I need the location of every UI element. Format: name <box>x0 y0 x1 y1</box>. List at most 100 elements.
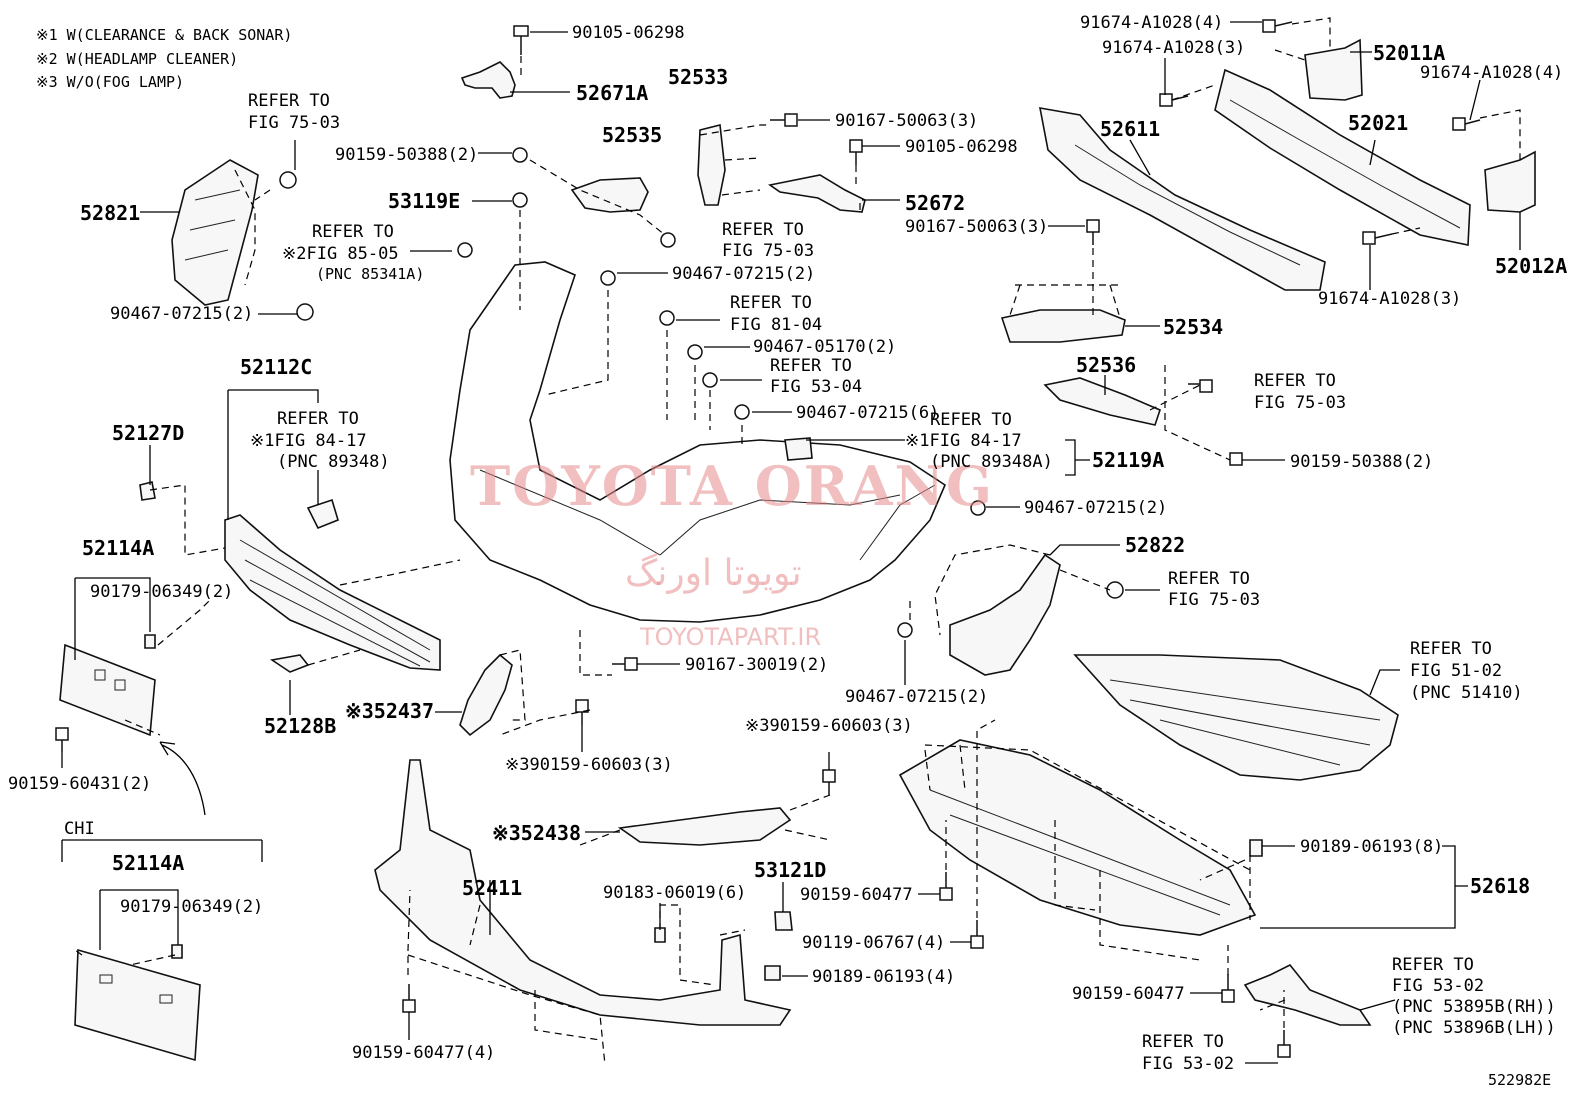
part-52112C-shape <box>224 514 441 671</box>
label-52535: 52535 <box>602 123 662 147</box>
part-52618-shape <box>898 739 1257 936</box>
clip-icon <box>512 192 528 208</box>
part-52821-shape <box>171 159 259 306</box>
label-refer-53-02-a2: FIG 53-02 <box>1392 976 1484 996</box>
part-52437-shape <box>459 653 513 737</box>
bolt-icon <box>1188 379 1213 393</box>
label-91674-3a: 91674-A1028(3) <box>1102 38 1245 58</box>
part-52411-shape <box>374 759 792 1026</box>
part-90179-clip-b-shape <box>171 944 183 959</box>
label-52437: ※352437 <box>345 699 434 723</box>
label-90467-07215-b: 90467-07215(2) <box>672 264 815 284</box>
note-2: ※2 W(HEADLAMP CLEANER) <box>36 50 238 68</box>
label-52112C: 52112C <box>240 355 312 379</box>
label-refer-84-17-a3: (PNC 89348) <box>277 452 390 472</box>
part-90179-clip-a-shape <box>144 634 156 649</box>
part-52535-shape <box>570 177 649 213</box>
clip-icon <box>702 372 718 388</box>
label-90159-60477-c: 90159-60477(4) <box>352 1043 495 1063</box>
label-refer-85-05-1: REFER TO <box>312 222 394 242</box>
label-90167-50063-mid: 90167-50063(3) <box>905 217 1048 237</box>
label-52021: 52021 <box>1348 111 1408 135</box>
part-sonar-bracket-right-shape <box>784 437 813 461</box>
label-90167-50063-top: 90167-50063(3) <box>835 111 978 131</box>
part-bumper-cover-shape <box>449 261 946 623</box>
part-53121D-clip-shape <box>774 911 793 931</box>
part-undercover-right-shape <box>1073 654 1399 781</box>
part-53895B-shape <box>1243 963 1372 1026</box>
part-52438-shape <box>617 807 792 846</box>
label-52534: 52534 <box>1163 315 1223 339</box>
label-90467-07215-a: 90467-07215(2) <box>110 304 253 324</box>
label-90183-06019: 90183-06019(6) <box>603 883 746 903</box>
legend-notes: ※1 W(CLEARANCE & BACK SONAR) ※2 W(HEADLA… <box>36 26 292 91</box>
label-90159-60477-b: 90159-60477 <box>1072 984 1185 1004</box>
label-refer-81-04-2: FIG 81-04 <box>730 315 822 335</box>
clip-icon <box>279 171 297 189</box>
label-90159-60431: 90159-60431(2) <box>8 774 151 794</box>
label-52114A-top: 52114A <box>82 536 154 560</box>
bolt-icon <box>1277 1030 1291 1058</box>
label-52533: 52533 <box>668 65 728 89</box>
label-52411: 52411 <box>462 876 522 900</box>
label-52611: 52611 <box>1100 117 1160 141</box>
bolt-icon <box>1362 231 1393 245</box>
label-90105-06298-top: 90105-06298 <box>572 23 685 43</box>
part-sonar-bracket-left-shape <box>306 498 339 530</box>
label-refer-84-17-a2: ※1FIG 84-17 <box>250 431 367 451</box>
label-refer-75-03-b2: FIG 75-03 <box>722 241 814 261</box>
note-1: ※1 W(CLEARANCE & BACK SONAR) <box>36 26 292 44</box>
bolt-icon <box>512 147 528 163</box>
label-90167-30019: 90167-30019(2) <box>685 655 828 675</box>
labels: 90105-06298 52671A 52533 52535 90159-503… <box>8 13 1567 1089</box>
label-90159-60603-b: ※390159-60603(3) <box>745 716 913 736</box>
label-refer-53-02-a4: (PNC 53896B(LH)) <box>1392 1018 1556 1038</box>
label-refer-85-05-3: (PNC 85341A) <box>316 265 424 283</box>
label-52821: 52821 <box>80 201 140 225</box>
clip-icon <box>734 404 750 420</box>
bolt-icon <box>1086 219 1100 245</box>
part-90189-clip-r-shape <box>1249 839 1263 857</box>
label-refer-75-03-a2: FIG 75-03 <box>248 113 340 133</box>
label-90467-07215-d: 90467-07215(2) <box>1024 498 1167 518</box>
bolt-icon <box>849 139 863 165</box>
part-52021-shape <box>1214 68 1471 246</box>
label-52114A-bottom: 52114A <box>112 851 184 875</box>
label-refer-75-03-a1: REFER TO <box>248 91 330 111</box>
label-90189-06193-a: 90189-06193(8) <box>1300 837 1443 857</box>
label-refer-51-02-1: REFER TO <box>1410 639 1492 659</box>
label-refer-51-02-2: FIG 51-02 <box>1410 661 1502 681</box>
label-91674-4b: 91674-A1028(4) <box>1420 63 1563 83</box>
bolt-icon <box>1452 117 1481 131</box>
label-90159-60603-a: ※390159-60603(3) <box>505 755 673 775</box>
label-refer-53-02-b2: FIG 53-02 <box>1142 1054 1234 1074</box>
part-52114A-plate-bottom-shape <box>74 948 201 1062</box>
watermark: TOYOTA ORANG تویوتا اورنگ TOYOTAPART.IR <box>470 454 994 651</box>
watermark-brand: TOYOTA ORANG <box>470 454 994 518</box>
part-52671A-shape <box>460 61 516 99</box>
bolt-icon <box>402 984 416 1013</box>
clip-icon <box>600 270 616 286</box>
watermark-farsi: تویوتا اورنگ <box>625 552 802 594</box>
bolt-icon <box>513 25 529 55</box>
label-90105-06298-mid: 90105-06298 <box>905 137 1018 157</box>
part-52672-shape <box>768 174 866 213</box>
label-90467-07215-c: 90467-07215(6) <box>796 403 939 423</box>
part-shapes <box>59 38 1536 1062</box>
label-refer-51-02-3: (PNC 51410) <box>1410 683 1523 703</box>
note-3: ※3 W/O(FOG LAMP) <box>36 73 184 91</box>
label-refer-84-17-b2: ※1FIG 84-17 <box>905 431 1022 451</box>
clip-icon <box>296 303 314 321</box>
label-52011A: 52011A <box>1373 41 1445 65</box>
bolt-icon <box>1221 974 1235 1003</box>
label-90467-05170: 90467-05170(2) <box>753 337 896 357</box>
part-52114A-plate-top-shape <box>59 643 156 737</box>
assembly-lines <box>74 17 1521 1066</box>
part-52611-shape <box>1038 107 1326 291</box>
clip-icon <box>1106 581 1124 599</box>
label-refer-53-04-1: REFER TO <box>770 356 852 376</box>
clip-icon <box>897 622 913 638</box>
part-52533-shape <box>697 124 726 206</box>
label-refer-53-04-2: FIG 53-04 <box>770 377 862 397</box>
